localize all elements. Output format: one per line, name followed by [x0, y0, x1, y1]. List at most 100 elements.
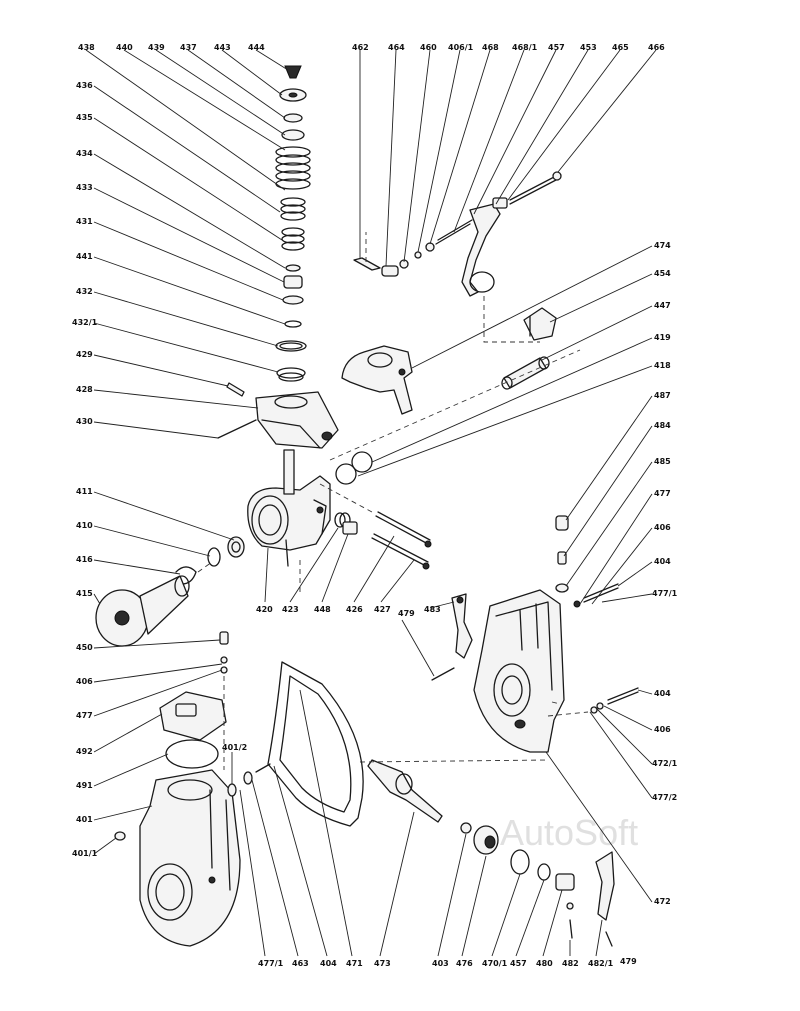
- callout-440: 440: [116, 43, 133, 52]
- part-480-block: [555, 873, 575, 891]
- callout-474: 474: [654, 241, 671, 250]
- callout-410: 410: [76, 521, 93, 530]
- callout-491: 491: [76, 781, 93, 790]
- part-430-screw: [217, 419, 257, 439]
- callout-457-top: 457: [548, 43, 565, 52]
- callout-406-right: 406: [654, 523, 671, 532]
- part-454-clamp: [523, 307, 557, 341]
- callout-482: 482: [562, 959, 579, 968]
- callout-429: 429: [76, 350, 93, 359]
- callout-484: 484: [654, 421, 671, 430]
- callout-406-1: 406/1: [448, 43, 474, 52]
- callout-420: 420: [256, 605, 273, 614]
- part-485-ring: [555, 583, 569, 593]
- callout-432-1: 432/1: [72, 318, 98, 327]
- part-479-screw: [431, 667, 455, 681]
- callout-418: 418: [654, 361, 671, 370]
- callout-labels: 438 440 439 437 443 444 436 435 434 433 …: [72, 43, 678, 968]
- part-440-spring: [275, 146, 311, 190]
- callout-419: 419: [654, 333, 671, 342]
- callout-437: 437: [180, 43, 197, 52]
- part-427-rod: [371, 533, 430, 570]
- callout-406-lower: 406: [654, 725, 671, 734]
- callout-432: 432: [76, 287, 93, 296]
- callout-427: 427: [374, 605, 391, 614]
- callout-466: 466: [648, 43, 665, 52]
- callout-404-lower: 404: [654, 689, 671, 698]
- callout-436: 436: [76, 81, 93, 90]
- leader-lines: [85, 49, 657, 957]
- callout-444: 444: [248, 43, 265, 52]
- part-444-cap: [284, 65, 302, 79]
- callout-453: 453: [580, 43, 597, 52]
- callout-464: 464: [388, 43, 405, 52]
- callout-483: 483: [424, 605, 441, 614]
- callout-438: 438: [78, 43, 95, 52]
- part-404-bolt-lower: [607, 687, 639, 701]
- part-491-gasket: [165, 739, 219, 769]
- part-457-washer: [537, 863, 551, 881]
- part-448-block: [342, 521, 358, 535]
- callout-463: 463: [292, 959, 309, 968]
- callout-454: 454: [654, 269, 671, 278]
- part-474-bracket: [341, 345, 413, 415]
- callout-468: 468: [482, 43, 499, 52]
- part-447-pin: [501, 356, 550, 390]
- part-484-spacer: [557, 551, 567, 565]
- part-471-gasket: [267, 661, 364, 827]
- part-441-seat: [283, 275, 303, 289]
- callout-448: 448: [314, 605, 331, 614]
- callout-479-bottom: 479: [620, 957, 637, 966]
- part-432-gasket: [284, 320, 302, 328]
- part-426-rod: [375, 511, 432, 548]
- part-439-ring: [281, 129, 305, 141]
- callout-415: 415: [76, 589, 93, 598]
- callout-404-right: 404: [654, 557, 671, 566]
- callout-492: 492: [76, 747, 93, 756]
- callout-473: 473: [374, 959, 391, 968]
- callout-477-1-right: 477/1: [652, 589, 678, 598]
- part-437-ring: [283, 113, 303, 123]
- part-450-bolt: [219, 631, 229, 645]
- part-433-ring: [285, 264, 301, 272]
- callout-470-1: 470/1: [482, 959, 508, 968]
- callout-426: 426: [346, 605, 363, 614]
- callout-477-right: 477: [654, 489, 671, 498]
- callout-465: 465: [612, 43, 629, 52]
- part-403-ring: [460, 822, 472, 834]
- part-429-pin: [226, 382, 245, 397]
- callout-435: 435: [76, 113, 93, 122]
- part-457-arm: [461, 203, 501, 297]
- callout-443: 443: [214, 43, 231, 52]
- part-470-1-washer: [510, 849, 530, 875]
- watermark-text: AutoSoft: [500, 812, 638, 853]
- callout-477-2: 477/2: [652, 793, 677, 802]
- callout-434: 434: [76, 149, 93, 158]
- part-432-1-ring: [276, 367, 306, 379]
- callout-411: 411: [76, 487, 93, 496]
- part-462-lever: [353, 257, 381, 271]
- linkage-assembly: [353, 171, 562, 297]
- part-482-1-lever: [595, 851, 615, 921]
- part-483-lever: [451, 593, 473, 659]
- callout-485: 485: [654, 457, 671, 466]
- part-473-shaft: [367, 759, 443, 823]
- part-418-ring: [335, 463, 357, 485]
- callout-479-mid: 479: [398, 609, 415, 618]
- callout-403: 403: [432, 959, 449, 968]
- callout-472: 472: [654, 897, 671, 906]
- callout-423: 423: [282, 605, 299, 614]
- part-416-clip: [175, 566, 197, 585]
- callout-430: 430: [76, 417, 93, 426]
- callout-468-1: 468/1: [512, 43, 538, 52]
- part-420-body: [247, 449, 331, 567]
- callout-487: 487: [654, 391, 671, 400]
- callout-476: 476: [456, 959, 473, 968]
- callout-462: 462: [352, 43, 369, 52]
- callout-416: 416: [76, 555, 93, 564]
- part-411-bushing: [227, 536, 245, 558]
- callout-477-1-bottom: 477/1: [258, 959, 284, 968]
- part-479-pin: [605, 931, 613, 947]
- callout-406-left: 406: [76, 677, 93, 686]
